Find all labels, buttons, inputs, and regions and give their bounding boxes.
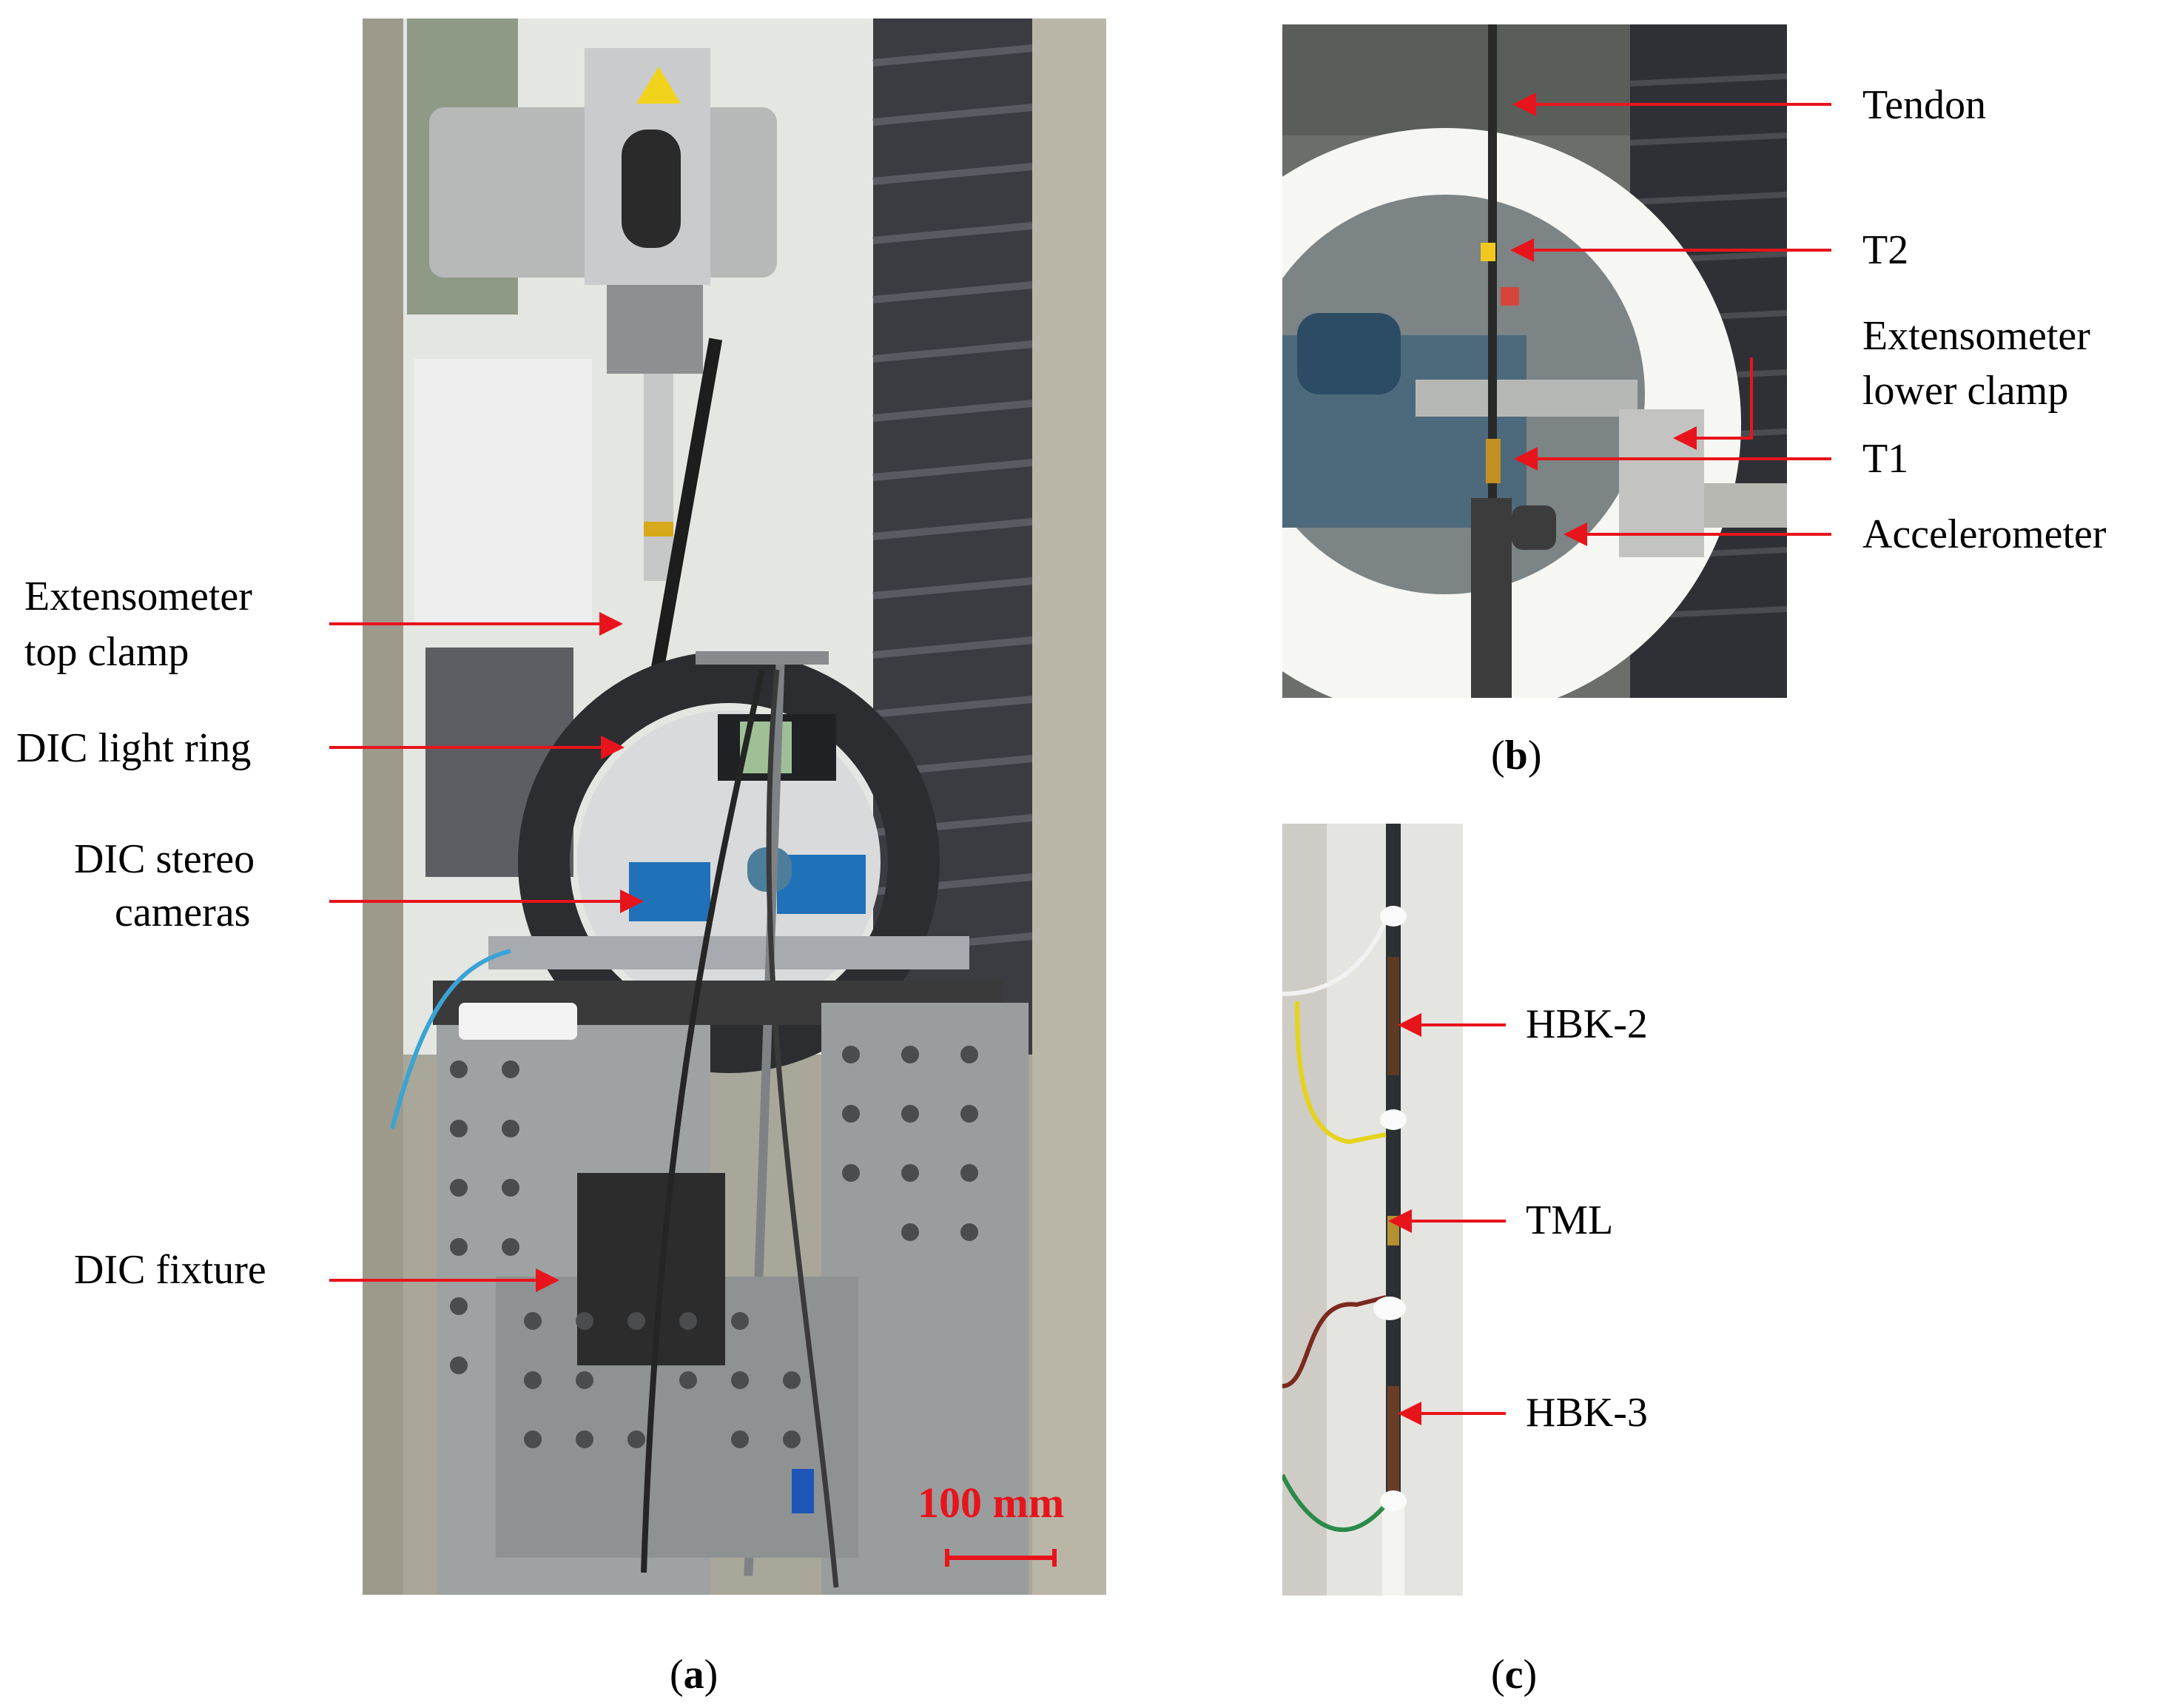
label-t1: T1 — [1862, 436, 1909, 482]
label-accelerometer: Accelerometer — [1862, 511, 2107, 557]
label-extensometer-top-line2: top clamp — [24, 629, 189, 675]
label-tendon: Tendon — [1862, 82, 1987, 128]
panel-a-letter: a — [683, 1652, 704, 1698]
label-dic-stereo-line1: DIC stereo — [74, 836, 255, 882]
label-extensometer-lower-line2: lower clamp — [1862, 368, 2069, 414]
panel-c-photo — [1282, 824, 1463, 1596]
label-extensometer-top-line1: Extensometer — [24, 574, 252, 619]
label-t2: T2 — [1862, 227, 1909, 273]
label-dic-fixture: DIC fixture — [74, 1247, 266, 1293]
panel-c-letter: c — [1504, 1652, 1524, 1698]
test-rig-photo — [363, 19, 1106, 1595]
label-dic-stereo-line2: cameras — [115, 890, 251, 935]
panel-c-caption: (c) — [1491, 1652, 1538, 1698]
scale-bar — [945, 1549, 1057, 1567]
label-hbk2: HBK-2 — [1526, 1001, 1648, 1047]
panel-b-letter: b — [1504, 733, 1528, 779]
panel-b-photo — [1282, 24, 1787, 698]
tendon-sensor-photo — [1282, 24, 1787, 698]
panel-a-caption: (a) — [670, 1652, 718, 1698]
label-extensometer-lower-line1: Extensometer — [1862, 313, 2090, 359]
label-tml: TML — [1526, 1197, 1614, 1243]
scale-bar-label: 100 mm — [918, 1479, 1065, 1527]
panel-a-photo: 100 mm — [363, 19, 1106, 1595]
panel-b-caption: (b) — [1491, 733, 1542, 779]
label-hbk3: HBK-3 — [1526, 1390, 1648, 1436]
strain-gauge-photo — [1282, 824, 1463, 1596]
label-dic-light-ring: DIC light ring — [16, 725, 252, 771]
